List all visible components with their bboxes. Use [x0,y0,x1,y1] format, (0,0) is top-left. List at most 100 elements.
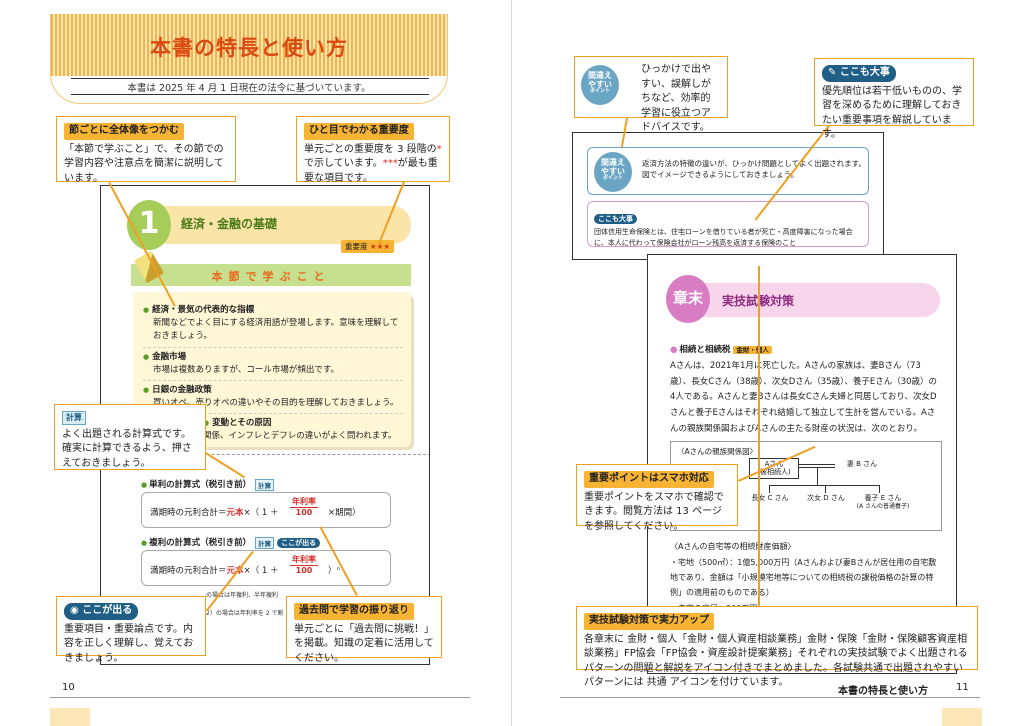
learn-list: 経済・景気の代表的な指標 新聞などでよく目にする経済用語が登場します。意味を理解… [143,304,403,447]
callout-smartphone: 重要ポイントはスマホ対応 重要ポイントをスマホで確認できます。閲覧方法は 13 … [576,464,738,532]
callout-koko-tag: ◉ ここが出る [64,603,139,620]
learn-item-head: 経済・景気の代表的な指標 [143,304,403,317]
learn-item-desc: 買いオペ、売りオペの違いやその目的を理解しておきましょう。 [153,398,399,409]
callout-importance-text: 単元ごとの重要度を 3 段階の*で示しています。***が最も重要な項目です。 [304,143,442,184]
callout-jitsugi-text: 各章末に 金財・個人「金財・個人資産相談業務」金財・保険「金財・保険顧客資産相談… [584,633,968,689]
person-c: 長女 C さん [751,494,789,502]
case-body: Aさんは、2021年1月に死亡した。Aさんの家族は、妻Bさん（73歳）、長女Cさ… [670,361,938,434]
miss-point-box: 間違えやすいポイント 返済方法の特徴の違いが、ひっかけ問題としてよく出題されます… [587,147,869,195]
corner-decoration [50,708,90,726]
family-diagram: 〈Aさんの親族関係図〉 Aさん(被相続人) 妻 B さん 長女 C さん 次女 … [670,441,942,531]
person-e: 養子 E さん(A さんの普通養子) [856,494,910,511]
callout-jitsugi: 実技試験対策で実力アップ 各章末に 金財・個人「金財・個人資産相談業務」金財・保… [576,606,978,688]
person-a: Aさん(被相続人) [749,458,799,479]
formula1-head: 単利の計算式（税引き前）計算 [141,478,275,491]
tiny-note: の場合は年複利、半年複利 [206,592,279,599]
child-line [825,485,826,493]
callout-miss-text: ひっかけで出やすい、誤解しがちなど、効率的学習に役立つアドバイスです。 [641,64,711,133]
miss-point-text: 返済方法の特徴の違いが、ひっかけ問題としてよく出題されます。図でイメージできるよ… [642,159,866,180]
corner-decoration [942,708,982,726]
important-text: 団体信用生命保険とは、住宅ローンを借りている者が死亡・高度障害になった場合に、本… [594,228,853,247]
tiny-note: 2）の場合は年利率を 2 で割 [206,610,284,617]
callout-koko-daiji-tag: ✎ ここも大事 [822,65,896,82]
left-page: 本書の特長と使い方 本書は 2025 年 4 月 1 日現在の法令に基づいていま… [0,0,512,726]
running-head: 本書の特長と使い方 [838,686,928,697]
learn-item-desc: 新聞などでよく目にする経済用語が登場します。意味を理解しておきましょう。 [153,318,399,342]
callout-koko-daiji-text: 優先順位は若干低いものの、学習を深めるために理解しておきたい重要事項を解説してい… [822,85,962,141]
family-diagram-title: 〈Aさんの親族関係図〉 [677,447,758,456]
callout-overview-text: 「本節で学ぶこと」で、その節での学習内容や注意点を簡潔に説明しています。 [64,143,224,184]
learn-item-head: 金融市場 [143,351,403,364]
importance-badge: 重要度 ★★★ [341,240,395,253]
page-number: 10 [62,682,75,693]
callout-overview-tag: 節ごとに全体像をつかむ [64,123,184,140]
person-d: 次女 D さん [807,494,845,502]
marriage-line [799,464,835,465]
descent-line [817,467,818,485]
asset-head: 〈Aさんの自宅等の相続財産価額〉 [670,542,796,551]
chapter-badge: 章末 [666,275,710,323]
callout-calc-tag: 計算 [62,411,86,425]
sample-chapter-end-page: 章末 実技試験対策 相続と相続税 金財・個人 Aさんは、2021年1月に死亡した… [647,254,957,674]
law-date-note: 本書は 2025 年 4 月 1 日現在の法令に基づいています。 [127,83,371,94]
learn-item-head: 変動とその原因 [143,417,403,430]
callout-kako-text: 単元ごとに「過去問に挑戦！」を掲載。知識の定着に活用してください。 [294,623,434,664]
callout-koko-text: 重要項目・重要論点です。内容を正しく理解し、覚えておきましょう。 [64,623,194,664]
calc-tag: 計算 [255,478,275,491]
section-number: 1 [127,200,171,250]
callout-smartphone-text: 重要ポイントをスマホで確認できます。閲覧方法は 13 ページを参照してください。 [584,491,724,532]
learn-bar [131,264,411,286]
importance-stars: ★★★ [369,242,391,251]
case-head: 相続と相続税 金財・個人 [670,343,772,355]
callout-jitsugi-tag: 実技試験対策で実力アップ [584,613,714,630]
learn-item-desc: 市場は複数ありますが、コール市場が頻出です。 [153,364,339,375]
callout-importance: ひと目でわかる重要度 単元ごとの重要度を 3 段階の*で示しています。***が最… [296,116,450,184]
callout-importance-tag: ひと目でわかる重要度 [304,123,414,140]
koko-tag: ここが出る [277,537,321,548]
miss-point-badge: 間違えやすいポイント [594,152,632,192]
footer-rule [50,697,470,698]
section-band [161,206,411,244]
callout-koko: ◉ ここが出る 重要項目・重要論点です。内容を正しく理解し、覚えておきましょう。 [56,596,206,664]
important-box: ここも大事 団体信用生命保険とは、住宅ローンを借りている者が死亡・高度障害になっ… [587,201,869,247]
chapter-band [700,283,940,317]
callout-koko-daiji: ✎ ここも大事 優先順位は若干低いものの、学習を深めるために理解しておきたい重要… [814,58,974,140]
note-icon: ✎ [828,67,840,78]
callout-smartphone-tag: 重要ポイントはスマホ対応 [584,471,714,488]
leader-line [758,266,760,606]
learn-item-desc: 関係、インフレとデフレの違いがよく問われます。 [203,431,397,442]
callout-miss: 間違えやすいポイント ひっかけで出やすい、誤解しがちなど、効率的学習に役立つアド… [574,56,728,133]
child-line [879,485,880,493]
page-number: 11 [956,682,969,693]
calc-tag: 計算 [255,536,275,549]
note-rule [71,78,429,95]
sibling-line [769,485,879,486]
person-b: 妻 B さん [846,460,878,468]
callout-overview: 節ごとに全体像をつかむ 「本節で学ぶこと」で、その節での学習内容や注意点を簡潔に… [56,116,236,184]
learn-item-head: 日銀の金融政策 [143,384,403,397]
sample-tips-page: 間違えやすいポイント 返済方法の特徴の違いが、ひっかけ問題としてよく出題されます… [572,132,884,260]
miss-point-badge: 間違えやすいポイント [581,65,619,105]
right-page: 間違えやすいポイント ひっかけで出やすい、誤解しがちなど、効率的学習に役立つアド… [512,0,1024,726]
callout-kako: 過去問で学習の振り返り 単元ごとに「過去問に挑戦！」を掲載。知識の定着に活用して… [286,596,442,664]
asset-item: ・宅地（500㎡）：1億5,000万円（Aさんおよび妻Bさんが居住用の自宅敷地で… [670,558,937,598]
child-line [769,485,770,493]
eye-icon: ◉ [70,605,83,616]
callout-kako-tag: 過去問で学習の振り返り [294,603,414,620]
callout-calc: 計算 よく出題される計算式です。確実に計算できるよう、押さえておきましょう。 [54,404,206,470]
title-stripes [51,14,447,76]
footer-rule [560,697,980,698]
section-title: 経済・金融の基礎 [181,217,278,231]
case-tag: 金財・個人 [733,346,772,354]
tear-line [101,454,429,460]
title-banner: 本書の特長と使い方 本書は 2025 年 4 月 1 日現在の法令に基づいていま… [50,14,448,104]
learn-title: 本節で学ぶこと [211,270,331,283]
page-title: 本書の特長と使い方 [150,36,348,60]
callout-calc-text: よく出題される計算式です。確実に計算できるよう、押さえておきましょう。 [62,428,192,469]
